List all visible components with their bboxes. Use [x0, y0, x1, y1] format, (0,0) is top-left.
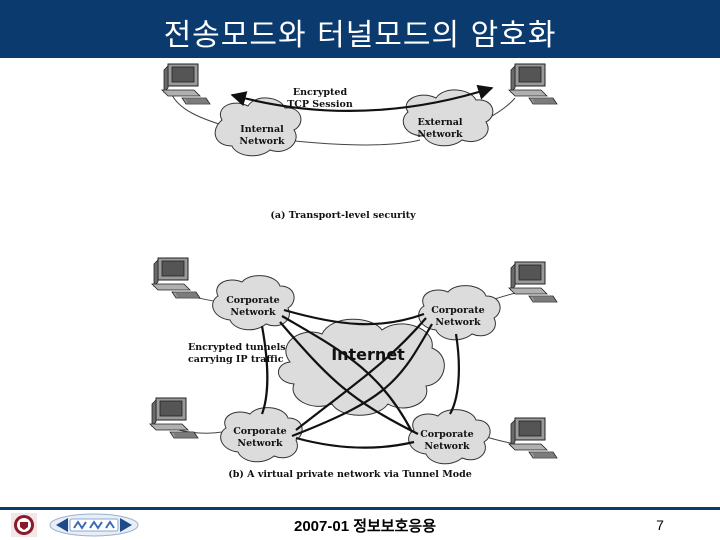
corporate-network-label: Network — [424, 441, 470, 452]
internet-label: Internet — [331, 345, 405, 364]
internal-network-label: Internal — [240, 124, 284, 135]
corporate-network-label: Corporate — [420, 429, 473, 440]
computer-icon — [509, 418, 557, 458]
footer-divider — [0, 507, 720, 510]
encrypted-tunnels-label: carrying IP traffic — [188, 354, 284, 365]
computer-icon — [152, 258, 200, 298]
computer-icon — [162, 64, 210, 104]
encrypted-session-label: Encrypted — [293, 87, 348, 98]
corporate-network-label: Corporate — [233, 426, 286, 437]
slide-title: 전송모드와 터널모드의 암호화 — [0, 10, 720, 54]
encrypted-tunnels-label: Encrypted tunnels — [188, 342, 286, 353]
external-network-label: Network — [417, 129, 463, 140]
computer-icon — [150, 398, 198, 438]
caption-b: (b) A virtual private network via Tunnel… — [228, 469, 472, 480]
caption-a: (a) Transport-level security — [270, 210, 416, 221]
diagram-canvas: Internal Network External Network Encryp… — [0, 58, 720, 507]
corporate-network-label: Network — [435, 317, 481, 328]
corporate-network-label: Corporate — [226, 295, 279, 306]
internal-network-label: Network — [239, 136, 285, 147]
external-network-label: External — [417, 117, 462, 128]
corporate-network-label: Network — [230, 307, 276, 318]
computer-icon — [509, 262, 557, 302]
encrypted-session-label: TCP Session — [287, 99, 353, 110]
computer-icon — [509, 64, 557, 104]
corporate-network-label: Corporate — [431, 305, 484, 316]
footer-course: 2007-01 정보보호응용 — [270, 515, 460, 536]
netsec-logo-icon — [48, 512, 140, 538]
corporate-network-label: Network — [237, 438, 283, 449]
university-seal-icon — [8, 513, 40, 537]
page-number: 7 — [650, 517, 670, 533]
wire-line — [285, 140, 420, 145]
